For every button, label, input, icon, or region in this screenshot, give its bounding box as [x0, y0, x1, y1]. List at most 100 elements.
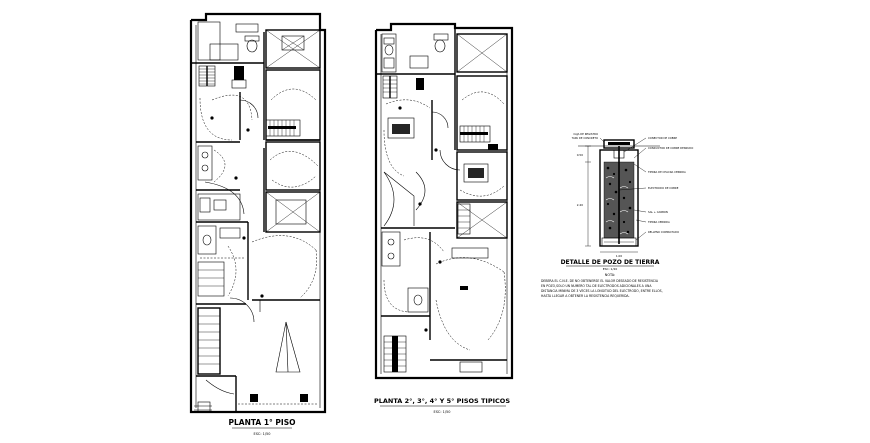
bath-3	[407, 287, 429, 313]
plan-1-title: PLANTA 1° PISO	[229, 418, 296, 427]
kitchen-counter	[381, 231, 401, 267]
plan-1-outer-wall	[189, 12, 327, 414]
callout-right: CONECTOR DE COBRE	[648, 136, 677, 140]
outlet	[418, 202, 422, 206]
balcony	[459, 361, 483, 373]
stair-main	[265, 119, 301, 137]
callout-right: TIERRA DE CHACRA CERNIDA	[648, 170, 686, 174]
circuit-arc	[403, 237, 445, 253]
fixture	[213, 199, 227, 211]
fill-texture-light	[605, 176, 629, 235]
room	[456, 75, 508, 151]
leader-line	[599, 137, 605, 143]
callout-right: RELLENO COMPACTADO	[648, 230, 679, 234]
circuit-arc	[199, 97, 233, 141]
outlet	[438, 260, 442, 264]
bed-2	[463, 163, 489, 183]
toilet-tank	[383, 37, 395, 45]
ceiling-light-arc	[461, 91, 505, 105]
callout-left: TAPA DE CONCRETO	[572, 136, 598, 140]
callout-right: CONDUCTOR DE COBRE DESNUDO	[648, 146, 693, 150]
cabinet	[235, 23, 259, 33]
laundry	[197, 193, 241, 221]
plan-2-title: PLANTA 2°, 3°, 4° Y 5° PISOS TIPICOS	[374, 397, 510, 405]
well-cross	[456, 33, 508, 73]
light-well	[456, 33, 508, 73]
bed	[387, 117, 415, 139]
ceiling-light-arc	[435, 299, 471, 351]
door-swing	[439, 149, 461, 171]
outlet	[260, 294, 264, 298]
callout-right: TIERRA CERNIDA	[648, 220, 670, 224]
ground-well-detail: 0.50 2.40 1.00 CAJA DE REGISTRO TAPA DE …	[541, 132, 693, 298]
stove-burner	[201, 164, 209, 172]
door-swing	[239, 99, 259, 119]
toilet-icon	[246, 39, 258, 53]
outlet	[210, 116, 214, 120]
sink	[383, 57, 395, 69]
storage	[197, 261, 225, 297]
toilet-icon	[384, 44, 394, 56]
column	[250, 394, 258, 402]
note-heading: NOTA:	[605, 273, 615, 277]
plan-2-scale: ESC: 1/50	[433, 410, 450, 414]
column	[416, 78, 424, 90]
outlet	[242, 236, 246, 240]
sink-2	[409, 55, 429, 69]
ceiling-light-arc	[435, 257, 505, 273]
door-jamb	[231, 79, 247, 89]
room	[265, 141, 321, 191]
callout-right: SAL + CARBON	[648, 210, 668, 214]
toilet-icon	[413, 294, 423, 306]
outlet	[234, 176, 238, 180]
outlet	[434, 148, 438, 152]
dimension-label: 0.50	[577, 153, 583, 157]
note-line: DISTANCIA MINIMA DE 3 VECES LA LONGITUD …	[541, 289, 663, 293]
note-line: HASTA LLEGAR A OBTENER LA RESISTENCIA RE…	[541, 294, 629, 298]
plan-2-outer-wall	[374, 22, 514, 380]
door-swing	[431, 111, 449, 129]
stair-top-left	[198, 65, 216, 87]
well-cross	[265, 29, 321, 69]
plan-1-scale: ESC: 1/50	[253, 432, 270, 436]
floor-plan-2: PLANTA 2°, 3°, 4° Y 5° PISOS TIPICOS ESC…	[374, 22, 514, 414]
circuit-arc	[213, 149, 226, 183]
well-cross	[265, 191, 321, 233]
circuit-arc	[227, 245, 237, 297]
ceiling-light-arc	[251, 235, 317, 251]
well-inner	[275, 199, 307, 225]
column	[234, 66, 244, 80]
bath-2	[197, 225, 217, 255]
outlet	[398, 106, 402, 110]
sink-2	[219, 227, 241, 239]
concrete-lid	[608, 142, 630, 145]
box	[281, 35, 305, 51]
fill-texture	[606, 166, 632, 234]
light-well-2	[456, 201, 508, 239]
ramp-stairs	[197, 307, 221, 375]
circuit-arc	[211, 94, 253, 121]
connector	[613, 149, 625, 159]
stair-rail	[460, 132, 488, 135]
circuit-arc	[385, 99, 431, 109]
stove-burner	[387, 252, 395, 260]
dimension-label: 1.00	[616, 254, 622, 258]
room	[456, 151, 508, 201]
column	[300, 394, 308, 402]
door-swing	[204, 181, 245, 215]
column	[488, 144, 498, 150]
ceiling-light-arc	[299, 249, 317, 299]
light-well	[265, 29, 321, 69]
toilet-icon	[202, 234, 212, 246]
stair-rail	[268, 126, 296, 129]
toilet-icon	[434, 39, 446, 53]
compacted-fill	[601, 237, 637, 247]
counter	[197, 145, 213, 181]
callout-right: ELECTRODO DE COBRE	[648, 186, 679, 190]
ceiling-light-arc	[270, 88, 317, 101]
stair-left	[382, 75, 398, 99]
circuit-arc	[383, 279, 409, 313]
door-swing	[383, 171, 395, 227]
window	[451, 247, 489, 259]
bathroom	[381, 33, 397, 73]
